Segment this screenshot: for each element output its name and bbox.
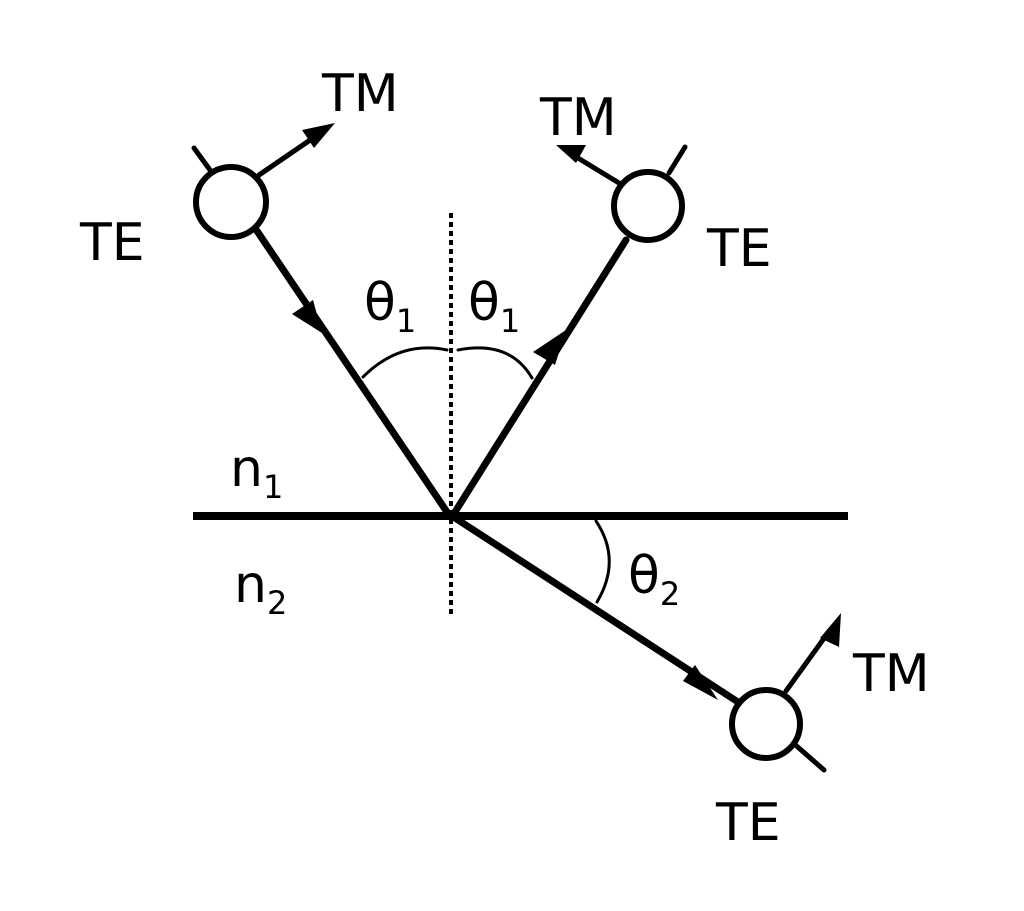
incident-angle-subscript: 1 [396,302,416,340]
transmitted-te-tick [789,739,827,773]
incident-angle-label: θ1 [364,273,416,340]
incident-tm-label: TM [321,64,399,124]
reflected-tm-label: TM [539,88,617,148]
incident-te-tick [191,145,213,173]
refracted-angle-label: θ2 [628,546,680,613]
medium1-symbol: n [230,439,263,499]
refracted-angle-subscript: 2 [660,575,680,613]
reflected-angle-symbol: θ [468,273,500,333]
refracted-angle-arc [594,519,611,604]
transmitted-te-circle [729,687,803,761]
reflected-tm-arrowhead [556,145,586,163]
incident-tm-arrowhead [302,123,335,148]
transmitted-polarization [729,613,841,773]
reflected-ray [451,236,630,516]
reflected-angle-arc [456,346,534,380]
reflected-te-tick [666,144,688,176]
transmitted-tm-arrow-shaft [783,627,833,694]
medium2-label: n2 [234,555,287,622]
incident-angle-arc [361,346,449,379]
reflected-tm-arrow-shaft [570,152,622,186]
transmitted-ray-arrowhead [683,665,718,700]
reflected-angle-subscript: 1 [500,302,520,340]
incident-ray-arrowhead [292,300,322,333]
reflected-te-circle [611,169,685,243]
incident-te-label: TE [79,213,145,273]
incident-polarization [191,123,335,240]
transmitted-tm-label: TM [852,644,930,704]
refracted-angle-symbol: θ [628,546,660,606]
incident-angle-symbol: θ [364,273,396,333]
medium1-subscript: 1 [263,468,283,506]
reflected-te-label: TE [706,219,772,279]
medium2-symbol: n [234,555,267,615]
incident-ray [251,224,451,516]
incident-tm-arrow-shaft [256,133,319,178]
medium2-subscript: 2 [267,584,287,622]
transmitted-te-label: TE [715,793,781,853]
reflected-polarization [556,144,688,243]
transmitted-tm-arrowhead [820,613,841,647]
medium1-label: n1 [230,439,283,506]
reflected-ray-arrowhead [533,330,566,365]
incident-te-circle [193,164,269,240]
transmitted-ray [451,514,742,706]
reflected-angle-label: θ1 [468,273,520,340]
